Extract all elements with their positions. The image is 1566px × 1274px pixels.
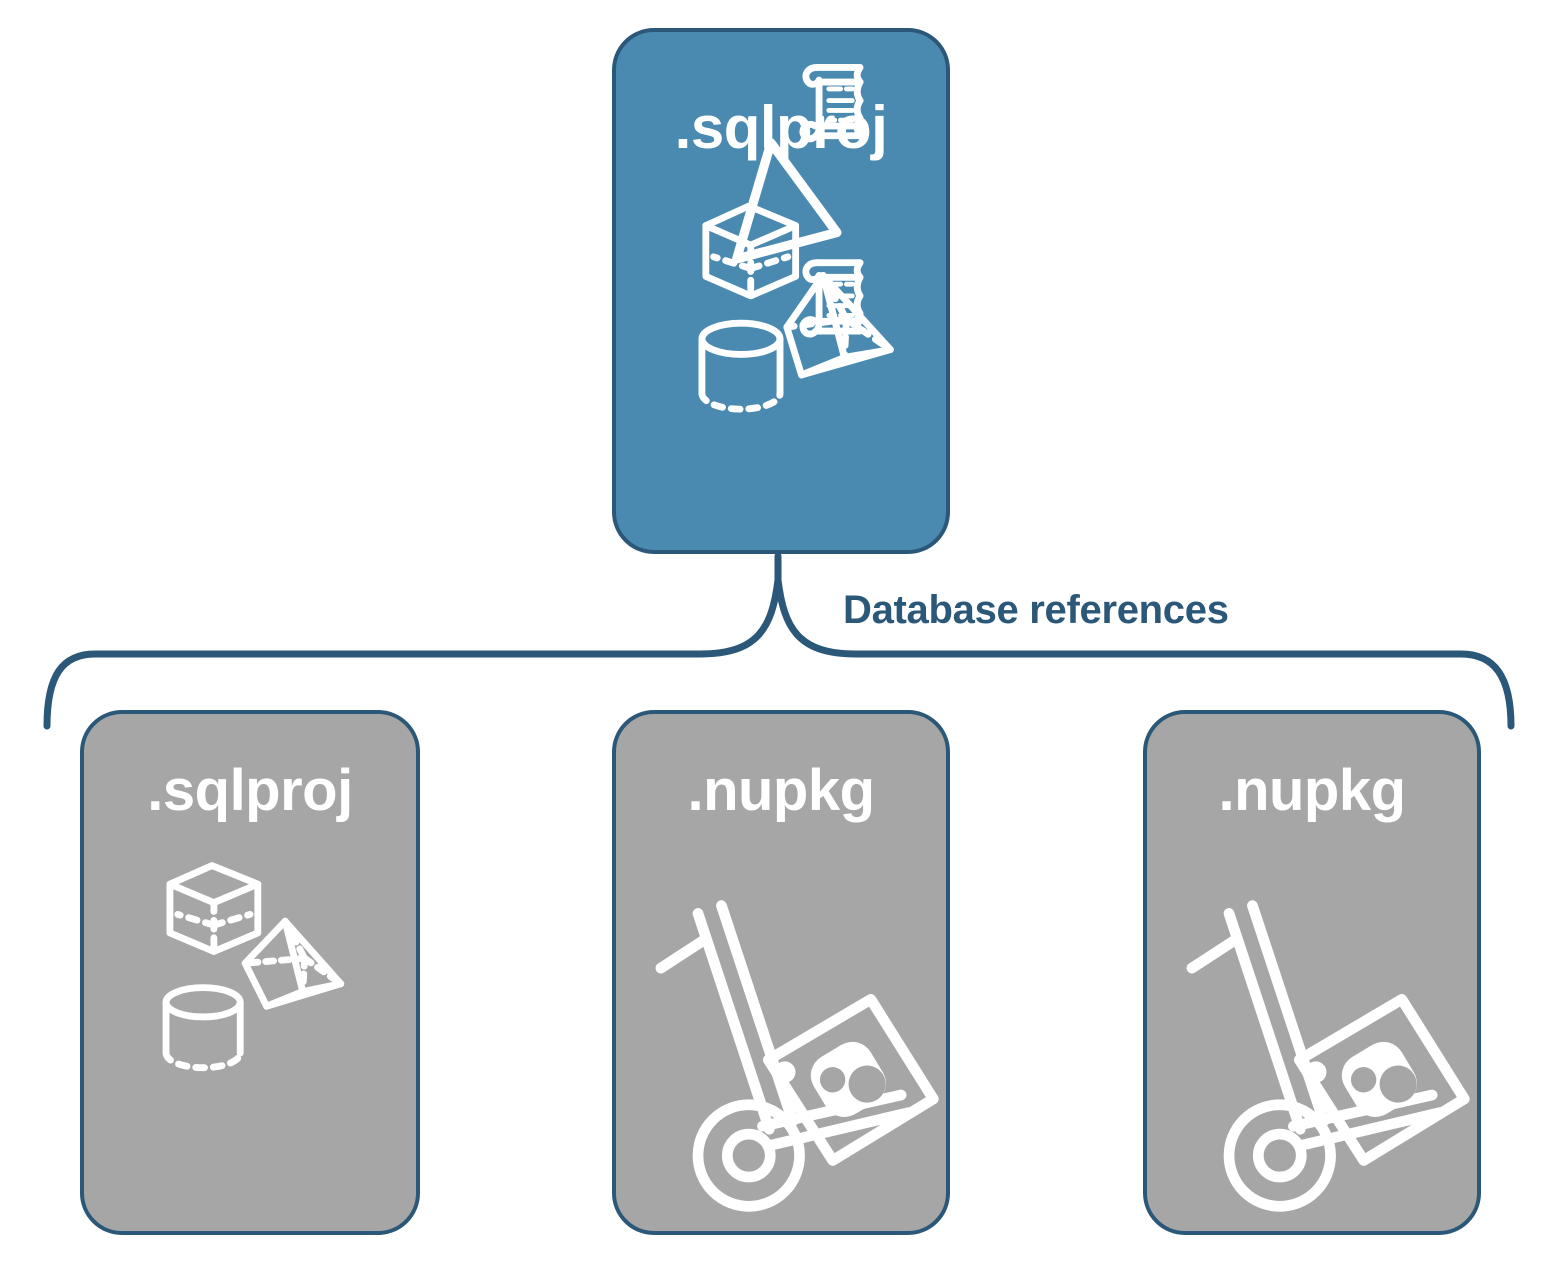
card-nupkg-reference-1[interactable]: .nupkg bbox=[612, 710, 950, 1235]
nuget-package-icon bbox=[1293, 993, 1470, 1166]
pyramid-icon-detail bbox=[798, 277, 892, 353]
pyramid-shape bbox=[790, 274, 884, 353]
connector-label: Database references bbox=[843, 588, 1229, 632]
cylinder-icon bbox=[162, 984, 244, 1072]
card-nupkg-reference-2[interactable]: .nupkg bbox=[1143, 710, 1481, 1235]
card-title-sqlproj-reference: .sqlproj bbox=[147, 758, 353, 823]
card-sqlproj-primary[interactable]: .sqlproj bbox=[612, 28, 950, 554]
pyramid-icon bbox=[241, 917, 345, 1010]
hand-truck-icon bbox=[655, 900, 915, 1212]
nuget-package-icon bbox=[762, 993, 939, 1166]
card-title-nupkg-2: .nupkg bbox=[1218, 758, 1406, 823]
cube-icon bbox=[166, 862, 262, 955]
cylinder-icon bbox=[698, 319, 784, 413]
card-title-nupkg-1: .nupkg bbox=[687, 758, 875, 823]
scroll-icon bbox=[799, 259, 864, 338]
hand-truck-icon bbox=[1186, 900, 1446, 1212]
card-title-sqlproj-primary: .sqlproj bbox=[674, 94, 888, 161]
card-sqlproj-reference[interactable]: .sqlproj bbox=[80, 710, 420, 1235]
cube-icon bbox=[702, 202, 800, 300]
